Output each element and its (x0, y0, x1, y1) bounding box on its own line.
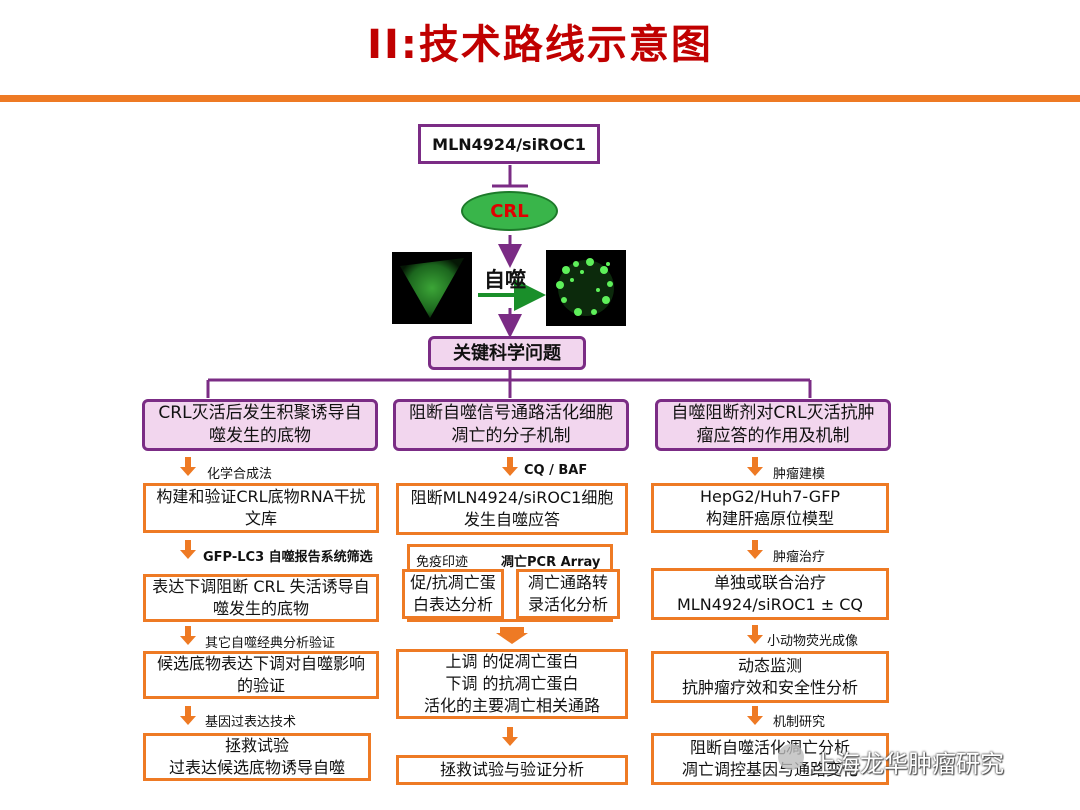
left-box-3: 候选底物表达下调对自噬影响的验证 (143, 651, 379, 699)
cell-image-after (546, 250, 626, 326)
watermark: 上海龙华肿瘤研究 (812, 750, 1004, 778)
question-right: 自噬阻断剂对CRL灭活抗肿瘤应答的作用及机制 (655, 399, 891, 451)
middle-box-1: 阻断MLN4924/siROC1细胞发生自噬应答 (396, 483, 628, 535)
slide-title: II:技术路线示意图 (367, 22, 713, 68)
right-box-3: 动态监测 抗肿瘤疗效和安全性分析 (651, 651, 889, 703)
middle-sub-label-left: 免疫印迹 (416, 555, 469, 570)
right-box-4: 阻断自噬活化凋亡分析 凋亡调控基因与通路变化 (651, 733, 889, 785)
left-method-1: 化学合成法 (207, 467, 273, 482)
watermark-logo-icon (778, 744, 804, 770)
right-box-1: HepG2/Huh7-GFP 构建肝癌原位模型 (651, 483, 889, 533)
question-middle: 阻断自噬信号通路活化细胞凋亡的分子机制 (393, 399, 629, 451)
middle-sub-left: 促/抗凋亡蛋白表达分析 (402, 569, 504, 619)
middle-result-box: 上调 的促凋亡蛋白 下调 的抗凋亡蛋白 活化的主要凋亡相关通路 (396, 649, 628, 719)
right-method-4: 机制研究 (773, 715, 826, 730)
orange-arrows (180, 457, 763, 746)
question-left: CRL灭活后发生积聚诱导自噬发生的底物 (142, 399, 378, 451)
middle-method-1: CQ / BAF (524, 463, 588, 478)
left-method-3: 其它自噬经典分析验证 (205, 636, 336, 651)
middle-sub-right: 凋亡通路转录活化分析 (516, 569, 620, 619)
key-question-box: 关键科学问题 (428, 336, 586, 370)
left-box-1: 构建和验证CRL底物RNA干扰文库 (143, 483, 379, 533)
cell-image-before (392, 252, 472, 324)
middle-final-box: 拯救试验与验证分析 (396, 755, 628, 785)
left-box-2: 表达下调阻断 CRL 失活诱导自噬发生的底物 (143, 574, 379, 622)
right-box-2: 单独或联合治疗 MLN4924/siROC1 ± CQ (651, 568, 889, 620)
cell-after-graphic (556, 258, 614, 316)
right-method-2: 肿瘤治疗 (773, 550, 826, 565)
middle-sub-label-right: 凋亡PCR Array (501, 555, 601, 570)
cell-before-graphic (400, 258, 464, 318)
title-divider (0, 95, 1080, 102)
right-method-1: 肿瘤建模 (773, 467, 826, 482)
left-method-2: GFP-LC3 自噬报告系统筛选 (203, 550, 373, 565)
autophagy-label: 自噬 (484, 268, 526, 292)
right-method-3: 小动物荧光成像 (767, 634, 859, 649)
left-box-4: 拯救试验 过表达候选底物诱导自噬 (143, 733, 371, 781)
crl-node: CRL (461, 191, 558, 231)
left-method-4: 基因过表达技术 (205, 715, 297, 730)
drug-box: MLN4924/siROC1 (418, 124, 600, 164)
